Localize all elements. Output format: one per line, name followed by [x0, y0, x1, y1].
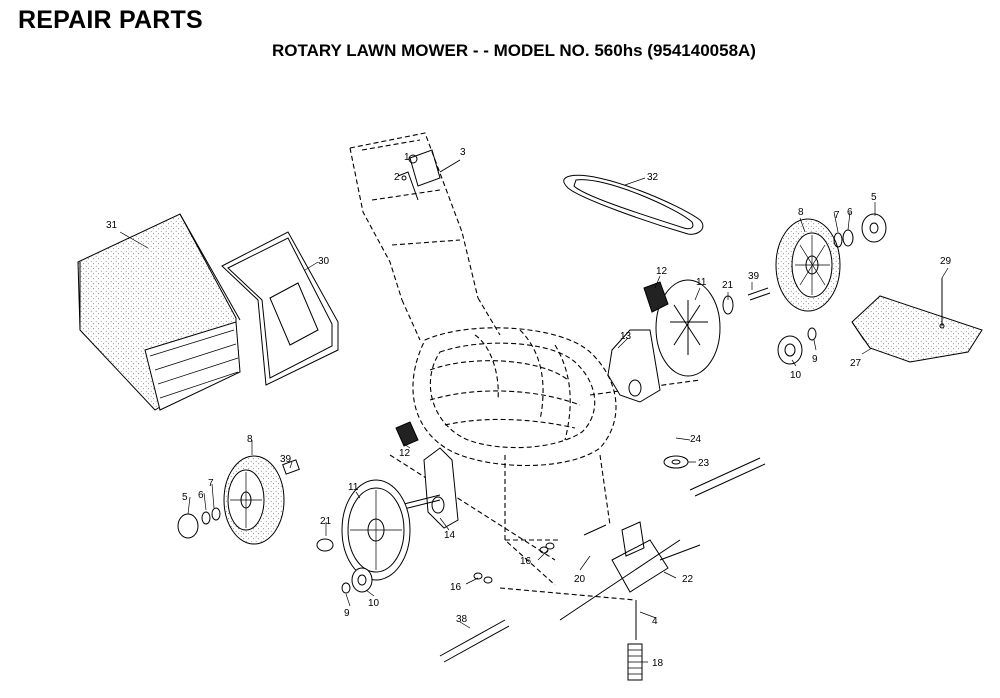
drive-belt	[563, 174, 704, 235]
callout-7-right: 7	[834, 210, 840, 221]
callout-labels: 1 2 3 32 31 30 8 7 6 5 29 12 11 21 39 13…	[106, 147, 952, 669]
callout-3: 3	[460, 147, 466, 158]
callout-24: 24	[690, 434, 702, 445]
handle-knob-parts	[397, 159, 461, 201]
grass-bag	[77, 213, 241, 411]
page-heading: REPAIR PARTS	[18, 6, 203, 34]
callout-21-left: 21	[320, 516, 332, 527]
right-wheel-fasteners	[833, 213, 887, 248]
left-drive-disk	[341, 479, 411, 581]
callout-30: 30	[318, 256, 330, 267]
diagram-title: ROTARY LAWN MOWER - - MODEL NO. 560hs (9…	[272, 41, 756, 60]
callout-6-left: 6	[198, 490, 204, 501]
fasteners-16	[473, 542, 555, 584]
callout-10-right: 10	[790, 370, 802, 381]
callout-32: 32	[647, 172, 659, 183]
callout-27: 27	[850, 358, 862, 369]
callout-16-a: 16	[450, 582, 462, 593]
callout-5-right: 5	[871, 192, 877, 203]
callout-1: 1	[404, 152, 410, 163]
screw-29	[939, 278, 945, 329]
callout-13: 13	[620, 331, 632, 342]
axle-and-shaft	[439, 600, 643, 681]
callout-23: 23	[698, 458, 710, 469]
bag-frame	[221, 231, 339, 386]
right-drive-gear	[777, 327, 817, 365]
right-drive-disk	[655, 279, 771, 377]
callout-6-right: 6	[847, 207, 853, 218]
callout-8-right: 8	[798, 207, 804, 218]
left-wheel-fasteners	[177, 507, 221, 539]
transmission	[559, 455, 766, 621]
callout-2: 2	[394, 172, 400, 183]
left-height-adjuster	[395, 421, 459, 529]
callout-9-right: 9	[812, 354, 818, 365]
callout-8-left: 8	[247, 434, 253, 445]
right-height-adjuster	[607, 281, 669, 403]
callout-21-right: 21	[722, 280, 734, 291]
callout-18: 18	[652, 658, 664, 669]
callout-38: 38	[456, 614, 468, 625]
callout-4: 4	[652, 616, 658, 627]
leader-lines	[119, 177, 949, 663]
callout-11-right: 11	[696, 277, 707, 288]
callout-39-right: 39	[748, 271, 760, 282]
callout-31: 31	[106, 220, 118, 231]
right-wheel	[775, 218, 841, 312]
callout-20: 20	[574, 574, 586, 585]
callout-22: 22	[682, 574, 694, 585]
callout-29: 29	[940, 256, 952, 267]
left-drive-gear	[316, 538, 373, 594]
callout-10-left: 10	[368, 598, 380, 609]
callout-39-left: 39	[280, 454, 292, 465]
callout-16-b: 16	[520, 556, 532, 567]
callout-7-left: 7	[208, 478, 214, 489]
callout-12-left: 12	[399, 448, 411, 459]
callout-11-left: 11	[348, 482, 359, 493]
mower-deck	[389, 327, 701, 601]
callout-9-left: 9	[344, 608, 350, 619]
left-wheel	[223, 455, 300, 545]
callout-12-right: 12	[656, 266, 668, 277]
callout-14: 14	[444, 530, 456, 541]
callout-5-left: 5	[182, 492, 188, 503]
handle-assembly	[349, 132, 501, 341]
rear-skirt	[851, 295, 983, 363]
